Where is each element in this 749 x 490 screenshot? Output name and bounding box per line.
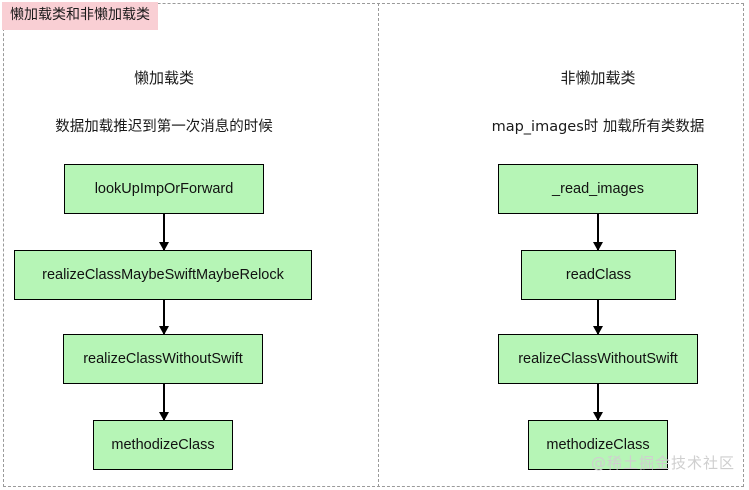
watermark: @稀土掘金技术社区 <box>590 454 735 472</box>
arrow-lazy-3 <box>163 384 165 420</box>
node-readclass[interactable]: readClass <box>521 250 676 300</box>
arrow-non-lazy-1 <box>597 214 599 250</box>
node-methodizeclass-non-lazy[interactable]: methodizeClass <box>528 420 668 470</box>
arrow-non-lazy-2 <box>597 300 599 334</box>
node-realizeclasswithoutswift-non-lazy[interactable]: realizeClassWithoutSwift <box>498 334 698 384</box>
column-subtitle-non-lazy: map_images时 加载所有类数据 <box>491 119 705 135</box>
arrow-non-lazy-3 <box>597 384 599 420</box>
column-heading-lazy: 懒加载类 <box>133 69 194 87</box>
node-methodizeclass-lazy[interactable]: methodizeClass <box>93 420 233 470</box>
node-realizeclassmaybeswiftmayberelock[interactable]: realizeClassMaybeSwiftMaybeRelock <box>14 250 312 300</box>
node-lookupimporforward[interactable]: lookUpImpOrForward <box>64 164 264 214</box>
arrow-lazy-1 <box>163 214 165 250</box>
node-read-images[interactable]: _read_images <box>498 164 698 214</box>
column-divider <box>378 3 379 487</box>
column-subtitle-lazy: 数据加载推迟到第一次消息的时候 <box>55 119 273 135</box>
page-title: 懒加载类和非懒加载类 <box>2 2 158 30</box>
node-realizeclasswithoutswift-lazy[interactable]: realizeClassWithoutSwift <box>63 334 263 384</box>
arrow-lazy-2 <box>163 300 165 334</box>
column-heading-non-lazy: 非懒加载类 <box>560 69 636 87</box>
